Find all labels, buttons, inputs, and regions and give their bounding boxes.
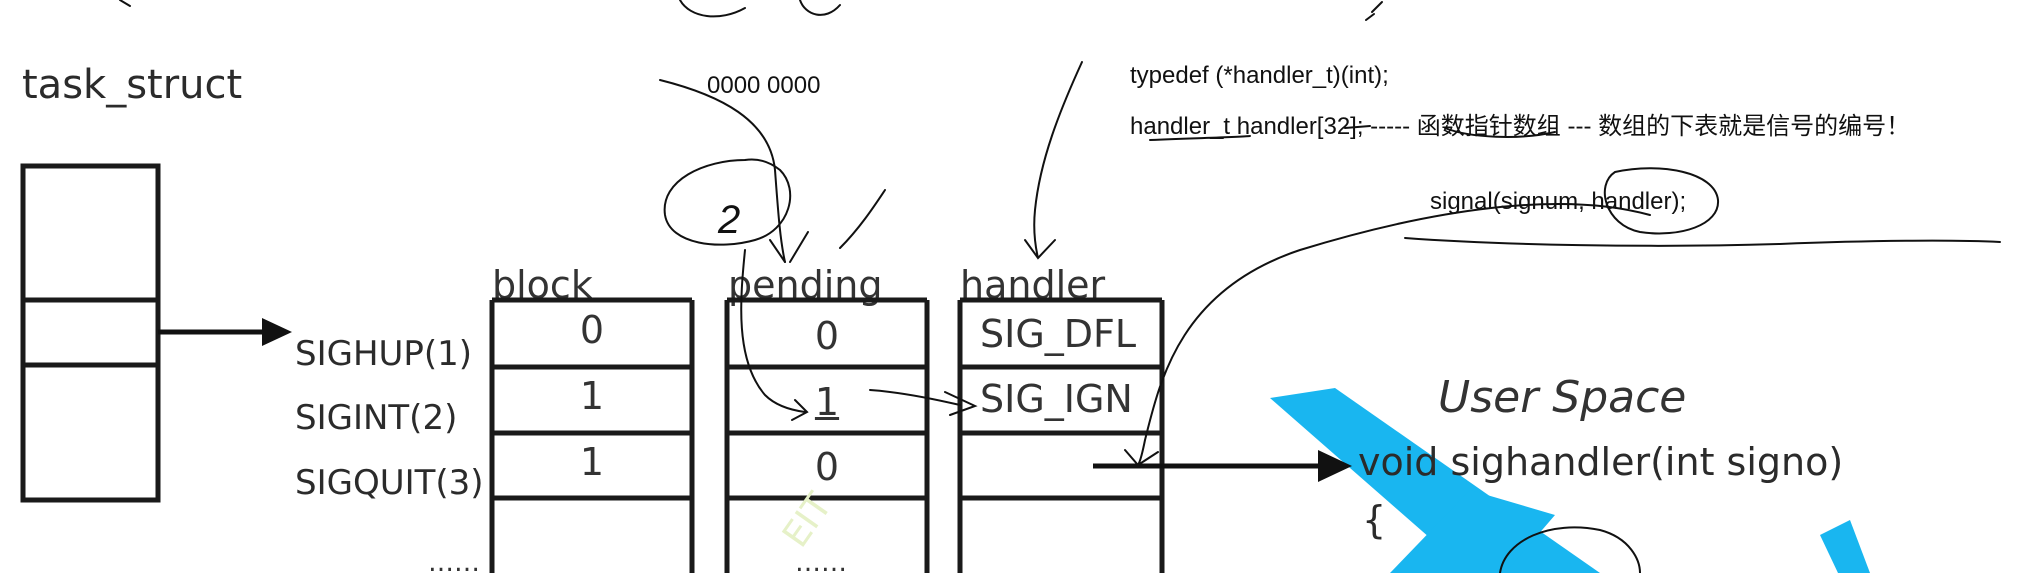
pending-table xyxy=(724,297,930,573)
pen-pencil-icon xyxy=(1365,1,1383,21)
pen-top-scribble xyxy=(679,0,841,18)
pen-top-tick xyxy=(119,0,131,7)
signal-label-sigquit: SIGQUIT(3) xyxy=(295,463,484,503)
pen-curve-to-handler-cell xyxy=(1124,202,1651,467)
pen-underline-32 xyxy=(1344,125,1371,129)
user-space-title: User Space xyxy=(1438,372,1687,423)
pending-cell-sighup: 0 xyxy=(814,314,840,358)
pen-curve-to-pending xyxy=(740,249,809,421)
pen-typedef-arrow xyxy=(1024,61,1083,260)
watermark-stroke-right xyxy=(1820,520,1870,573)
array-decl-annotation: handler_t handler[32]; ----- 函数指针数组 --- … xyxy=(1130,113,1911,140)
handler-table xyxy=(957,297,1165,573)
pen-bottom-circle xyxy=(1499,526,1641,573)
pen-underline-handler-t xyxy=(1149,135,1251,141)
pen-long-underline xyxy=(1404,237,2001,247)
block-cell-sigquit: 1 xyxy=(579,440,605,484)
pending-cell-sigquit: 0 xyxy=(814,445,840,489)
typedef-annotation: typedef (*handler_t)(int); xyxy=(1130,62,1389,89)
bits-annotation: 0000 0000 xyxy=(707,72,821,99)
pen-underline-chinese xyxy=(1444,127,1556,138)
block-cell-sighup: 0 xyxy=(579,308,605,352)
pending-cell-sigint: 1 xyxy=(814,380,840,424)
signal-label-sigint: SIGINT(2) xyxy=(295,398,458,438)
handwritten-number: 2 xyxy=(718,198,741,242)
pen-pending-ticks xyxy=(769,189,886,263)
pen-bits-arrow xyxy=(659,79,786,263)
sighandler-brace: { xyxy=(1362,498,1387,542)
pen-circle-handler xyxy=(1603,167,1720,235)
handler-cell-sighup: SIG_DFL xyxy=(980,312,1137,356)
block-table xyxy=(489,297,695,573)
pen-circle-2 xyxy=(663,158,792,246)
sighandler-code: void sighandler(int signo) xyxy=(1358,440,1844,484)
pen-pending-to-handler xyxy=(869,389,978,416)
handler-cell-sigint: SIG_IGN xyxy=(980,377,1133,421)
task-struct-label: task_struct xyxy=(22,62,243,108)
block-cell-sigint: 1 xyxy=(579,374,605,418)
watermark-stroke-cross xyxy=(1390,490,1555,573)
signal-label-sighup: SIGHUP(1) xyxy=(295,334,473,374)
